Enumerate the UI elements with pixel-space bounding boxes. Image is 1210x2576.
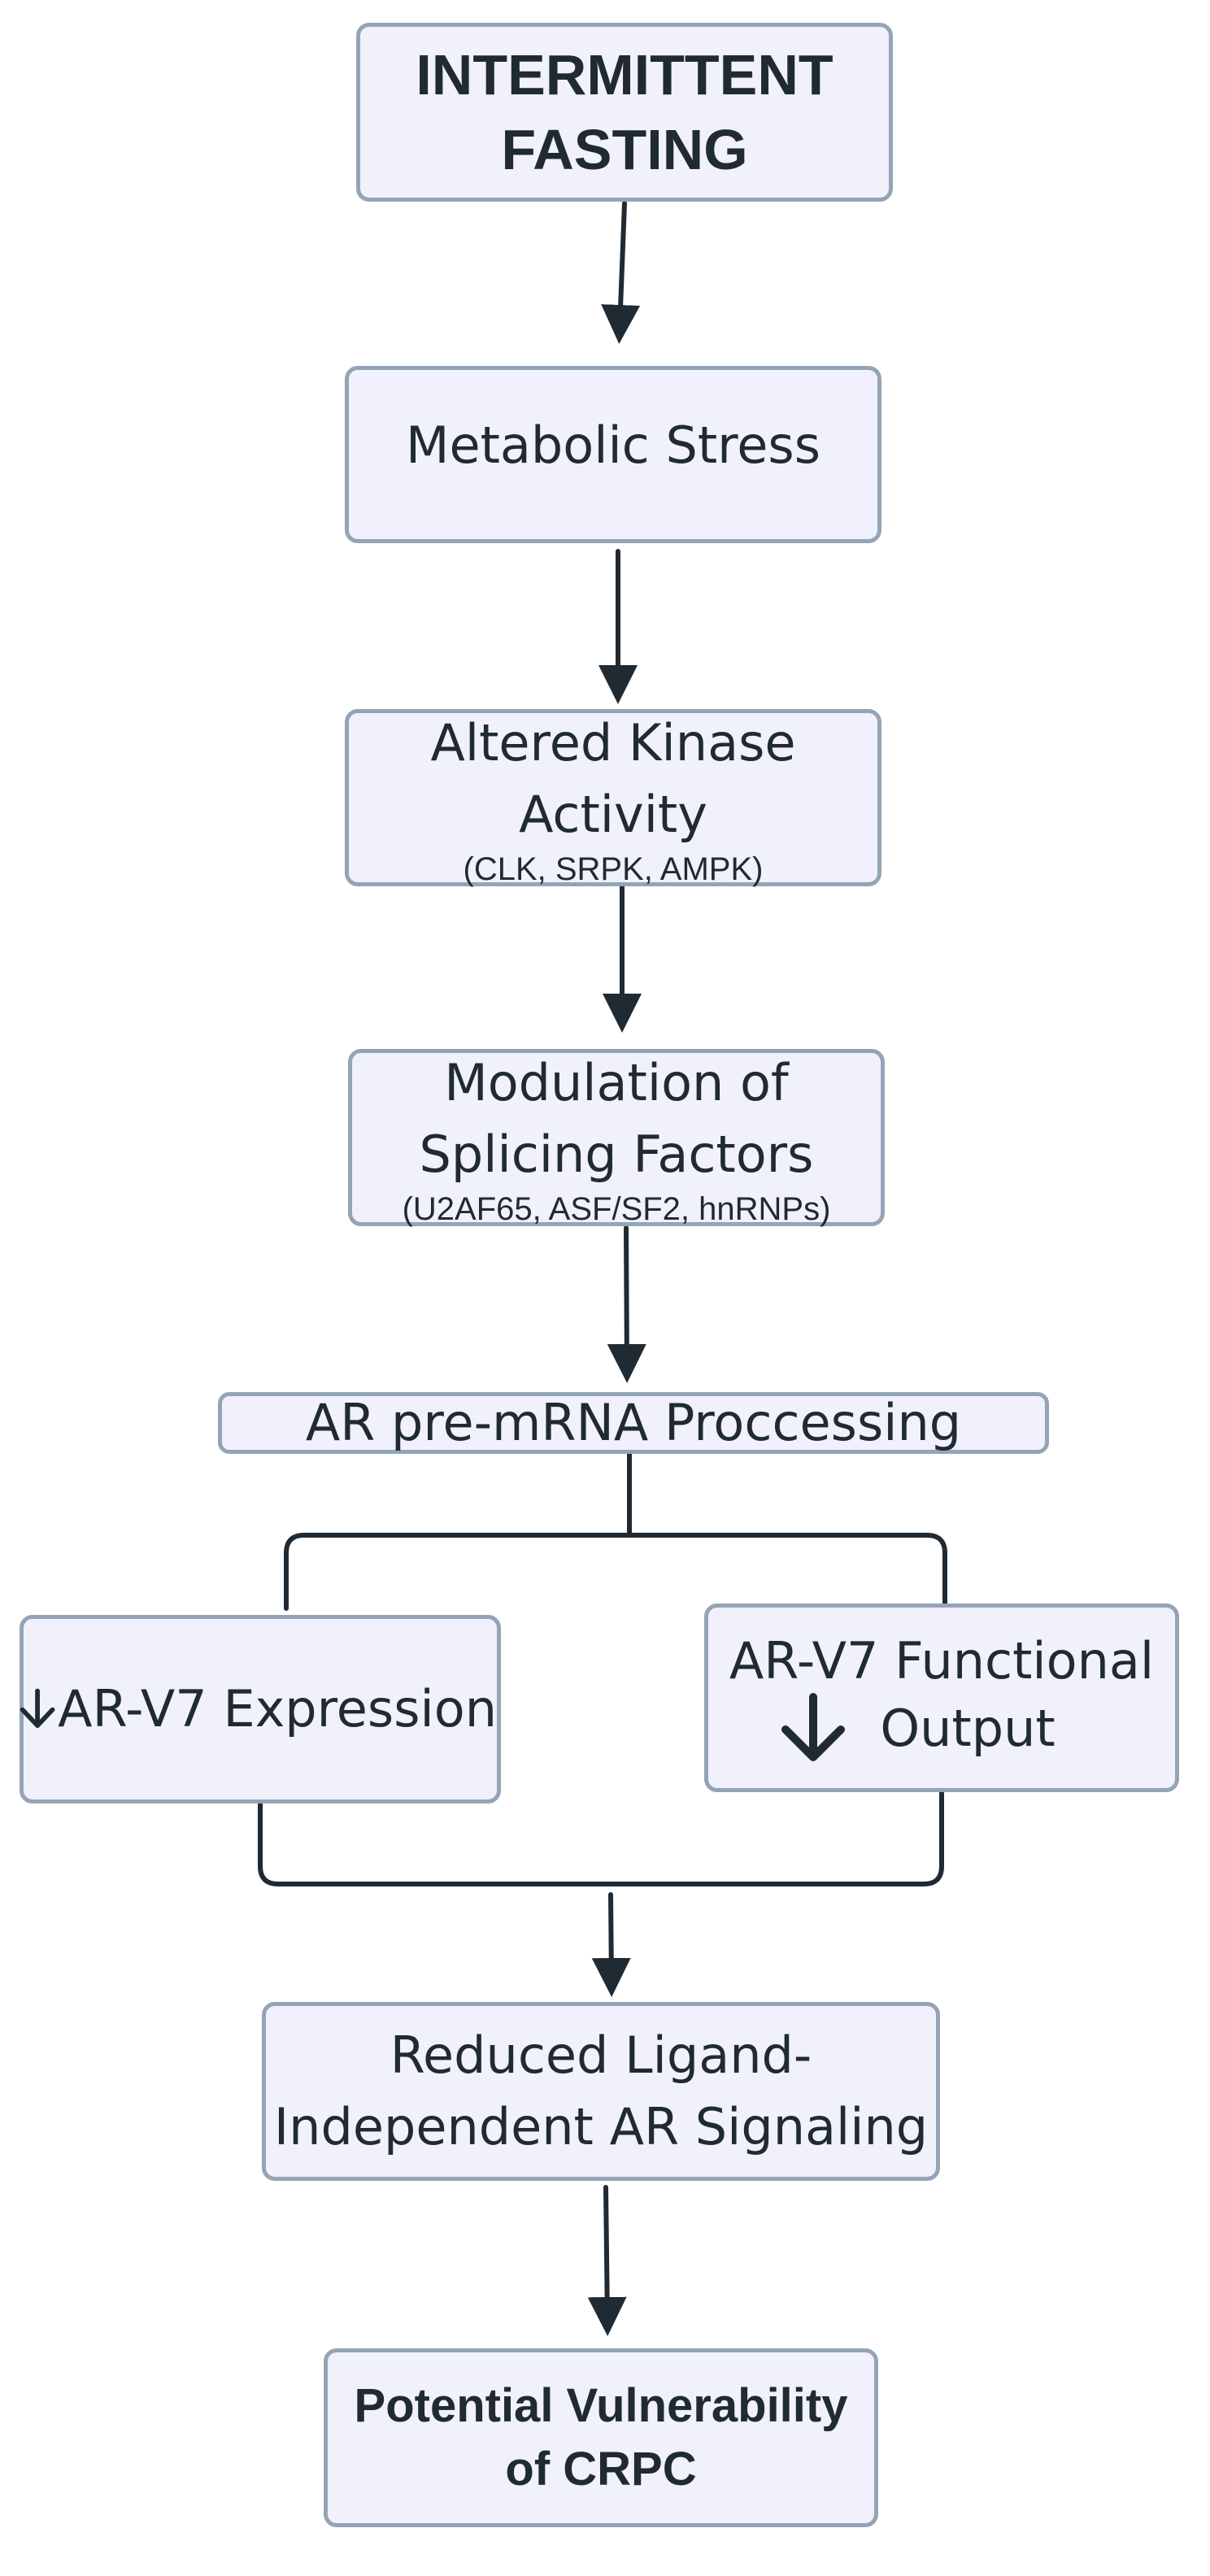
node-ar-v7-functional-output: AR-V7 Functional Output — [704, 1603, 1179, 1792]
node-label-line-2: FASTING — [501, 118, 748, 181]
node-label-line-2: Output — [880, 1699, 1055, 1758]
down-arrow-icon — [20, 1688, 55, 1729]
node-label-line-1: Altered Kinase — [430, 713, 796, 772]
node-detail: (CLK, SRPK, AMPK) — [463, 851, 764, 887]
node-altered-kinase-activity: Altered Kinase Activity (CLK, SRPK, AMPK… — [345, 709, 881, 887]
arrow-merge-to-signaling — [591, 1892, 631, 1997]
node-label-line-1: AR-V7 Functional — [729, 1631, 1155, 1690]
node-label: Metabolic Stress — [405, 416, 821, 475]
node-ar-pre-mrna-processing: AR pre-mRNA Proccessing — [218, 1392, 1049, 1454]
split-connector — [284, 1451, 947, 1611]
node-label-line-2: Activity — [519, 785, 707, 844]
down-arrow-icon — [781, 1693, 846, 1761]
node-intermittent-fasting: INTERMITTENT FASTING — [356, 23, 893, 202]
node-detail: (U2AF65, ASF/SF2, hnRNPs) — [402, 1191, 831, 1227]
node-label-line-1: INTERMITTENT — [416, 43, 834, 107]
node-label: AR pre-mRNA Proccessing — [305, 1393, 962, 1452]
node-potential-vulnerability-of-crpc: Potential Vulnerability of CRPC — [324, 2348, 878, 2527]
node-label-line-2: Independent AR Signaling — [273, 2097, 929, 2156]
node-label-line-1: Potential Vulnerability — [354, 2379, 848, 2432]
node-reduced-ar-signaling: Reduced Ligand- Independent AR Signaling — [262, 2002, 940, 2181]
arrow-signaling-to-vulnerability — [587, 2185, 627, 2336]
node-label-line-1: Modulation of — [444, 1053, 789, 1112]
node-label-line-2-row: Output — [781, 1692, 1055, 1765]
node-ar-v7-expression: AR-V7 Expression — [20, 1615, 501, 1804]
node-modulation-of-splicing-factors: Modulation of Splicing Factors (U2AF65, … — [348, 1049, 885, 1227]
arrow-splicing-to-processing — [607, 1225, 646, 1383]
arrow-fasting-to-stress — [601, 201, 641, 344]
node-label: AR-V7 Expression — [58, 1679, 497, 1738]
node-label-line-1: Reduced Ligand- — [390, 2026, 812, 2085]
node-label-line-2: of CRPC — [505, 2443, 697, 2496]
merge-connector — [258, 1789, 944, 1886]
node-metabolic-stress: Metabolic Stress — [345, 366, 881, 543]
node-label-line-2: Splicing Factors — [419, 1125, 814, 1184]
